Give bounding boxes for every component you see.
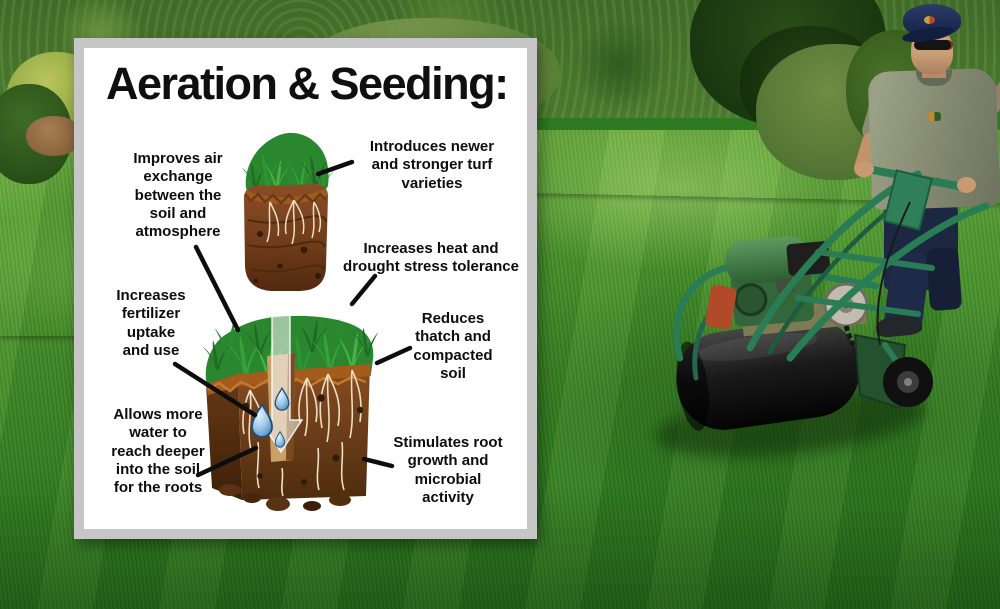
roots — [242, 369, 362, 497]
shirt-logo — [928, 112, 941, 121]
core-aerator-machine — [673, 164, 990, 431]
label-allows-water-deeper: Allows more water to reach deeper into t… — [111, 406, 205, 497]
handle-plate — [883, 169, 933, 231]
label-reduces-thatch: Reduces thatch and compacted soil — [413, 310, 493, 382]
aeration-seeding-info-card: Aeration & Seeding: Improves air exchang… — [74, 38, 537, 539]
sunglasses — [914, 40, 951, 50]
label-stimulates-roots: Stimulates root growth and microbial act… — [393, 434, 503, 506]
soil-core-plug — [241, 132, 335, 291]
brown-rock — [26, 116, 82, 156]
handlebar-mid-bar — [815, 249, 935, 271]
throttle-cable — [876, 201, 911, 346]
transport-wheel — [883, 357, 933, 407]
right-hand — [957, 177, 976, 193]
label-fertilizer-uptake: Increases fertilizer uptake and use — [116, 287, 186, 359]
cap-logo — [924, 16, 935, 24]
label-improves-air-exchange: Improves air exchange between the soil a… — [133, 150, 223, 241]
left-hand — [855, 161, 874, 177]
card-title: Aeration & Seeding: — [106, 58, 509, 109]
water-drops — [251, 386, 290, 448]
handlebar-low-bar — [795, 295, 921, 317]
fuel-tank-orange — [705, 284, 737, 330]
water-arrow — [258, 313, 304, 454]
label-introduces-turf-varieties: Introduces newer and stronger turf varie… — [369, 138, 495, 192]
label-heat-drought-tolerance: Increases heat and drought stress tolera… — [343, 240, 519, 276]
aeration-hole — [267, 353, 295, 462]
stone-wall-left — [0, 158, 84, 336]
roller-drum — [676, 319, 860, 431]
